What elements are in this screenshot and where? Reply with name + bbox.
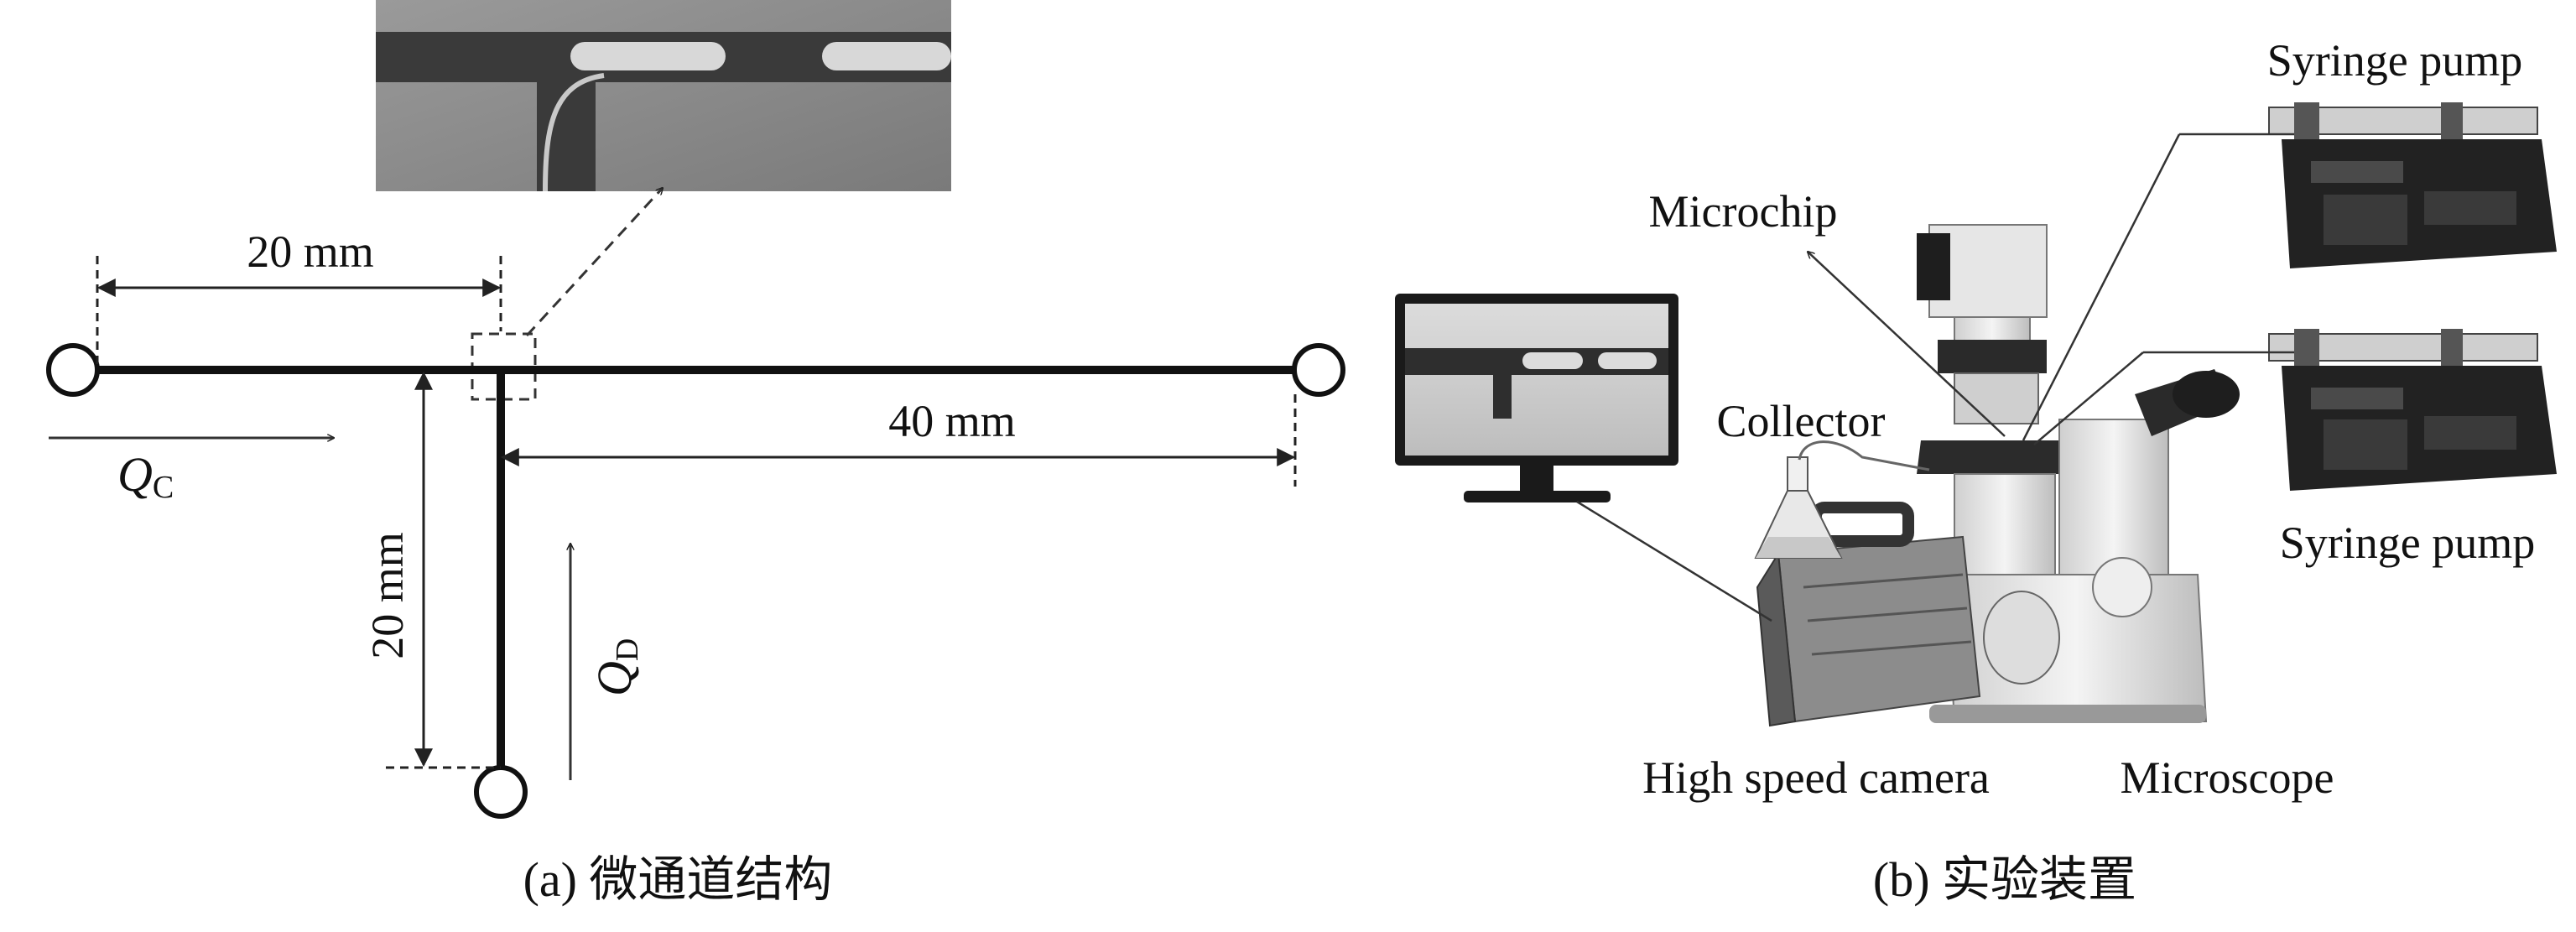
leader-syringe-pump-bottom xyxy=(2033,351,2144,445)
syringe-pump-top xyxy=(2268,102,2557,268)
syringe-pump-bottom xyxy=(2268,329,2557,491)
label-syringe-pump-bottom: Syringe pump xyxy=(2280,518,2536,568)
flow-label-continuous: QC xyxy=(117,447,174,505)
zoom-pointer-arrow xyxy=(525,188,663,337)
leader-monitor-camera xyxy=(1576,500,1772,622)
collector-flask xyxy=(1754,456,1843,559)
micrograph-inset xyxy=(376,0,951,192)
panel-a-microchannel: 20 mm 40 mm 20 mm QC QD (a) 微通道结构 xyxy=(46,0,1345,907)
outlet xyxy=(1292,343,1345,397)
monitor xyxy=(1395,294,1678,502)
dim-label-vertical: 20 mm xyxy=(362,532,413,659)
leader-syringe-pump-top xyxy=(2022,133,2181,441)
collector-tubing xyxy=(1798,440,1930,471)
label-microscope: Microscope xyxy=(2121,752,2334,803)
label-high-speed-camera: High speed camera xyxy=(1642,752,1990,803)
dim-label-right: 40 mm xyxy=(888,396,1016,446)
caption-panel-a: (a) 微通道结构 xyxy=(523,852,833,907)
label-collector: Collector xyxy=(1717,396,1886,446)
dim-label-top: 20 mm xyxy=(247,226,374,277)
label-microchip: Microchip xyxy=(1649,186,1838,237)
panel-b-setup: Syringe pump Microchip Collector Syringe… xyxy=(1395,35,2557,907)
label-syringe-pump-top: Syringe pump xyxy=(2267,35,2523,86)
caption-panel-b: (b) 实验装置 xyxy=(1873,852,2136,907)
leader-microchip xyxy=(1808,252,2006,437)
flow-label-dispersed: QD xyxy=(587,638,645,696)
inlet-continuous-phase xyxy=(46,343,100,397)
inlet-dispersed-phase xyxy=(474,765,528,819)
